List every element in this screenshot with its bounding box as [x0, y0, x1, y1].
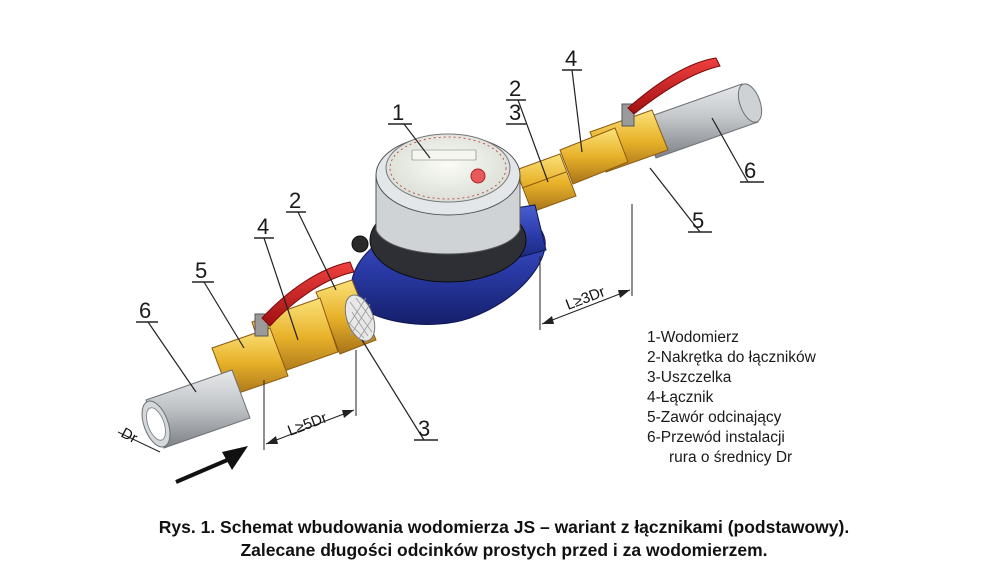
legend-item: 3-Uszczelka: [647, 369, 732, 386]
figure-caption: Rys. 1. Schemat wbudowania wodomierza JS…: [0, 516, 1008, 562]
callout-2-right: 2: [506, 76, 549, 183]
callout-2-right-number: 2: [509, 76, 521, 101]
connector-right: [515, 127, 629, 213]
legend: 1-Wodomierz 2-Nakrętka do łączników 3-Us…: [647, 328, 816, 468]
meter-body: [351, 133, 547, 325]
caption-line-2: Zalecane długości odcinków prostych prze…: [240, 540, 768, 560]
callout-4-right-number: 4: [565, 46, 577, 71]
dimension-downstream: [539, 204, 633, 330]
pipe-left: [141, 369, 251, 449]
callout-1: 1: [388, 100, 431, 159]
callout-2-left-number: 2: [289, 188, 301, 213]
callout-5-left: 5: [192, 258, 245, 349]
callout-4-right: 4: [562, 46, 583, 153]
callout-3-left-number: 3: [418, 416, 430, 441]
callout-1-number: 1: [392, 100, 404, 125]
callout-3-left: 3: [361, 339, 438, 441]
dimension-diameter-label: Dr: [118, 425, 140, 447]
pipe-right: [639, 83, 763, 159]
dimension-upstream: [263, 350, 357, 450]
callout-4-left: 4: [254, 214, 299, 341]
callout-5-right: 5: [649, 167, 712, 233]
callout-3-right-number: 3: [509, 100, 521, 125]
dimension-downstream-label: L≥3Dr: [563, 283, 607, 313]
callout-6-left-number: 6: [139, 298, 151, 323]
flow-direction-arrow: [175, 446, 248, 484]
caption-line-1: Rys. 1. Schemat wbudowania wodomierza JS…: [158, 517, 850, 537]
callout-5-left-number: 5: [195, 258, 207, 283]
legend-item: rura o średnicy Dr: [669, 449, 793, 466]
legend-item: 5-Zawór odcinający: [647, 409, 782, 426]
legend-item: 6-Przewód instalacji: [647, 429, 785, 446]
legend-item: 1-Wodomierz: [647, 329, 739, 346]
callout-3-right: 3: [506, 100, 526, 125]
callout-5-right-number: 5: [692, 208, 704, 233]
callout-6-right: 6: [711, 117, 764, 183]
callout-2-left: 2: [286, 188, 337, 291]
callout-6-right-number: 6: [744, 158, 756, 183]
dimension-upstream-label: L≥5Dr: [285, 409, 329, 439]
nut-left: [315, 279, 377, 355]
callout-4-left-number: 4: [257, 214, 269, 239]
legend-item: 4-Łącznik: [647, 389, 714, 406]
legend-item: 2-Nakrętka do łączników: [647, 349, 816, 366]
dimension-diameter: [117, 431, 161, 453]
callout-6-left: 6: [136, 298, 197, 393]
